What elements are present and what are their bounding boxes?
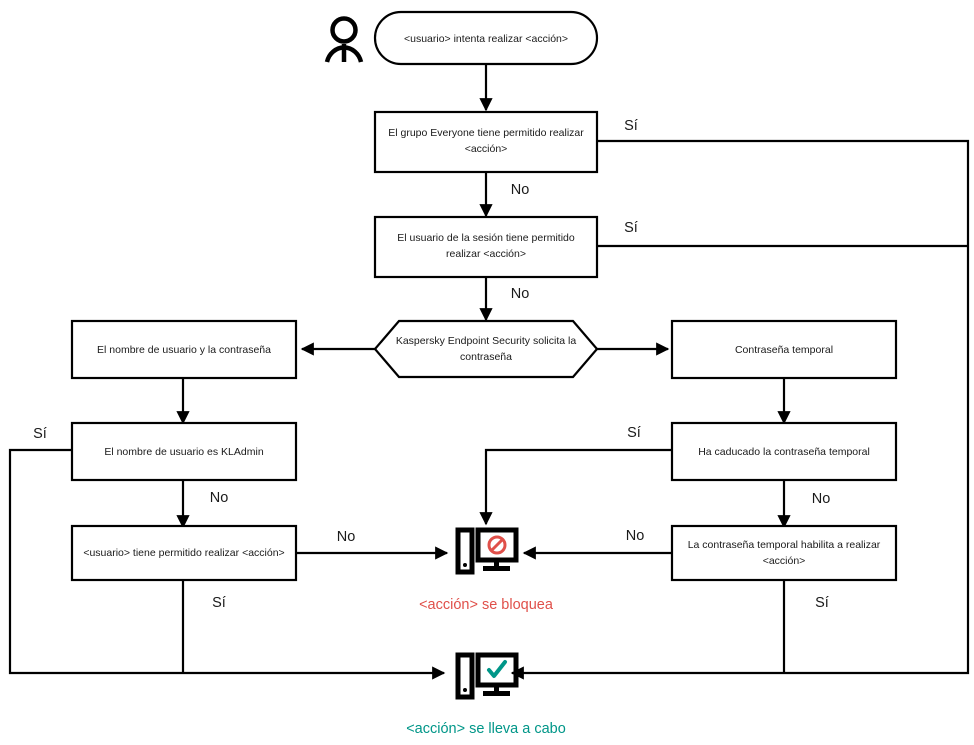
edge-everyone-yes <box>510 139 970 680</box>
node-is-kladmin-label: El nombre de usuario es KLAdmin <box>104 446 263 458</box>
edge-label-session-no: No <box>511 286 530 302</box>
blocked-outcome-label: <acción> se bloquea <box>419 597 554 613</box>
node-user-allowed-label: <usuario> tiene permitido realizar <acci… <box>83 547 284 559</box>
edge-label-everyone-no: No <box>511 182 530 198</box>
node-kes-prompt-line2: contraseña <box>460 351 512 363</box>
edge-label-session-yes: Sí <box>624 220 638 236</box>
node-temp-enables: La contraseña temporal habilita a realiz… <box>670 524 898 582</box>
allowed-outcome-label: <acción> se lleva a cabo <box>406 721 566 737</box>
node-temp-password-label: Contraseña temporal <box>735 344 833 356</box>
node-everyone-line1: El grupo Everyone tiene permitido realiz… <box>388 127 584 139</box>
edge-label-user-allowed-yes: Sí <box>212 595 226 611</box>
node-kes-prompt-line1: Kaspersky Endpoint Security solicita la <box>396 335 576 347</box>
node-everyone-line2: <acción> <box>465 143 508 155</box>
edge-label-temp-expired-no: No <box>812 491 831 507</box>
node-session-user-line2: realizar <acción> <box>446 248 526 260</box>
edge-label-kladmin-no: No <box>210 490 229 506</box>
node-temp-password: Contraseña temporal <box>670 319 898 380</box>
node-temp-enables-line1: La contraseña temporal habilita a realiz… <box>688 539 881 551</box>
computer-allowed-icon <box>455 652 519 700</box>
node-user-allowed: <usuario> tiene permitido realizar <acci… <box>70 524 298 582</box>
computer-blocked-icon <box>455 527 519 575</box>
node-user-password-label: El nombre de usuario y la contraseña <box>97 344 271 356</box>
node-start-label: <usuario> intenta realizar <acción> <box>404 33 568 45</box>
node-temp-enables-line2: <acción> <box>763 555 806 567</box>
edge-label-everyone-yes: Sí <box>624 118 638 134</box>
node-user-password: El nombre de usuario y la contraseña <box>70 319 298 380</box>
edge-label-kladmin-yes: Sí <box>33 426 47 442</box>
node-temp-expired: Ha caducado la contraseña temporal <box>670 421 898 482</box>
edge-label-temp-enables-no: No <box>626 528 645 544</box>
node-everyone: El grupo Everyone tiene permitido realiz… <box>373 110 599 174</box>
edge-label-user-allowed-no: No <box>337 529 356 545</box>
node-start: <usuario> intenta realizar <acción> <box>373 10 599 66</box>
edge-label-temp-expired-yes: Sí <box>627 425 641 441</box>
node-temp-expired-label: Ha caducado la contraseña temporal <box>698 446 870 458</box>
person-icon <box>324 16 364 63</box>
edge-label-temp-enables-yes: Sí <box>815 595 829 611</box>
node-session-user: El usuario de la sesión tiene permitido … <box>373 215 599 279</box>
node-session-user-line1: El usuario de la sesión tiene permitido <box>397 232 575 244</box>
edge-kladmin-yes <box>8 448 446 680</box>
node-is-kladmin: El nombre de usuario es KLAdmin <box>70 421 298 482</box>
node-kes-prompt: Kaspersky Endpoint Security solicita la … <box>373 319 599 379</box>
edge-temp-expired-yes <box>479 448 673 526</box>
